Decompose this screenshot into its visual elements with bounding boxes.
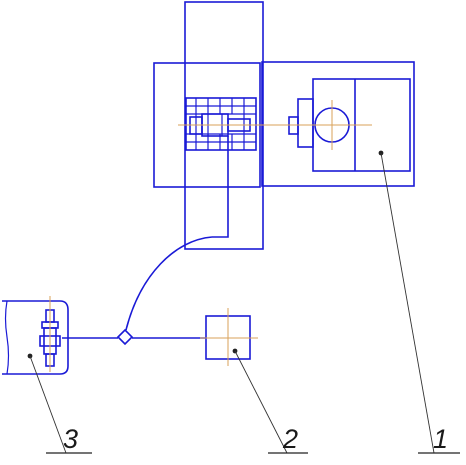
wall-sensor bbox=[2, 296, 69, 375]
leader-3 bbox=[27, 353, 67, 454]
junction-box bbox=[200, 308, 258, 366]
callout-2: 2 bbox=[282, 424, 298, 454]
machine-assembly bbox=[153, 1, 415, 250]
cable-connector bbox=[116, 328, 134, 346]
sensor-housing bbox=[185, 97, 257, 151]
leader-2 bbox=[232, 348, 288, 454]
housing-body bbox=[261, 61, 415, 187]
signal-cable bbox=[62, 136, 229, 346]
callout-3: 3 bbox=[63, 424, 78, 454]
callout-1: 1 bbox=[433, 424, 448, 454]
leader-1 bbox=[378, 150, 435, 454]
shaft-stub bbox=[297, 98, 314, 148]
